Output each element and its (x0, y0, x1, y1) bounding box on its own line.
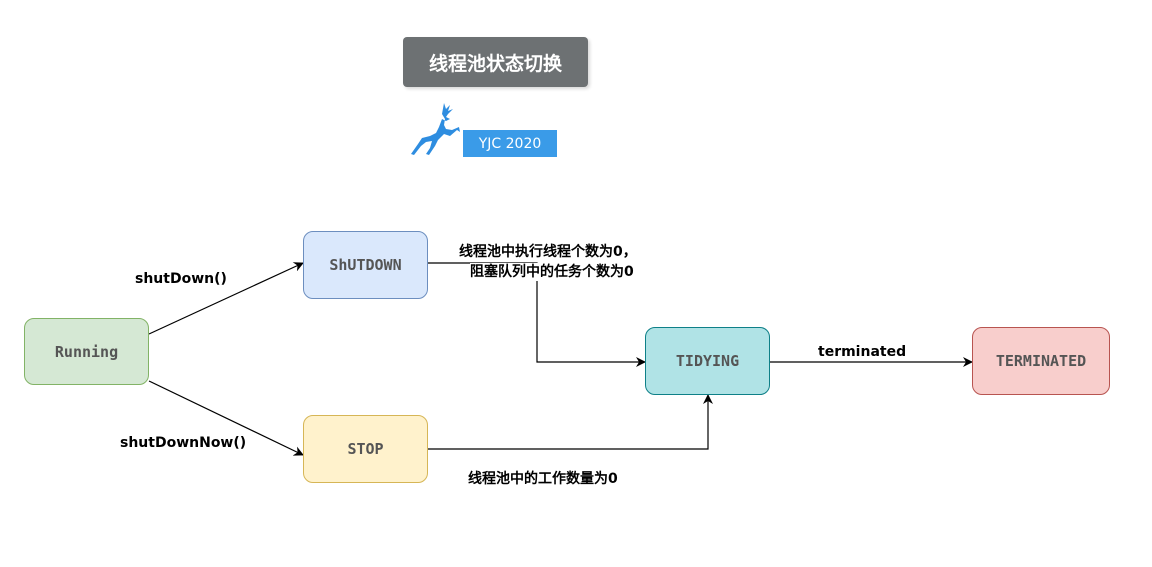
diagram-title: 线程池状态切换 (403, 37, 588, 87)
label-stop-tidying: 线程池中的工作数量为0 (468, 471, 618, 487)
label-terminated: terminated (818, 343, 907, 361)
state-running: Running (24, 318, 149, 385)
state-stop: STOP (303, 415, 428, 483)
logo-badge: YJC 2020 (463, 130, 557, 157)
label-shutdown: shutDown() (135, 271, 227, 287)
state-tidying: TIDYING (645, 327, 770, 395)
label-shutdown-tidying-line1: 线程池中执行线程个数为0， (459, 243, 637, 261)
label-shutdownnow: shutDownNow() (120, 435, 247, 451)
state-shutdown: ShUTDOWN (303, 231, 428, 299)
edge-stop-to-tidying (428, 394, 713, 450)
state-terminated: TERMINATED (972, 327, 1110, 395)
edge-running-to-shutdown (148, 262, 304, 335)
deer-icon (411, 103, 460, 155)
edge-running-to-stop (148, 380, 304, 456)
label-shutdown-tidying-line2: 阻塞队列中的任务个数为0 (470, 263, 634, 281)
